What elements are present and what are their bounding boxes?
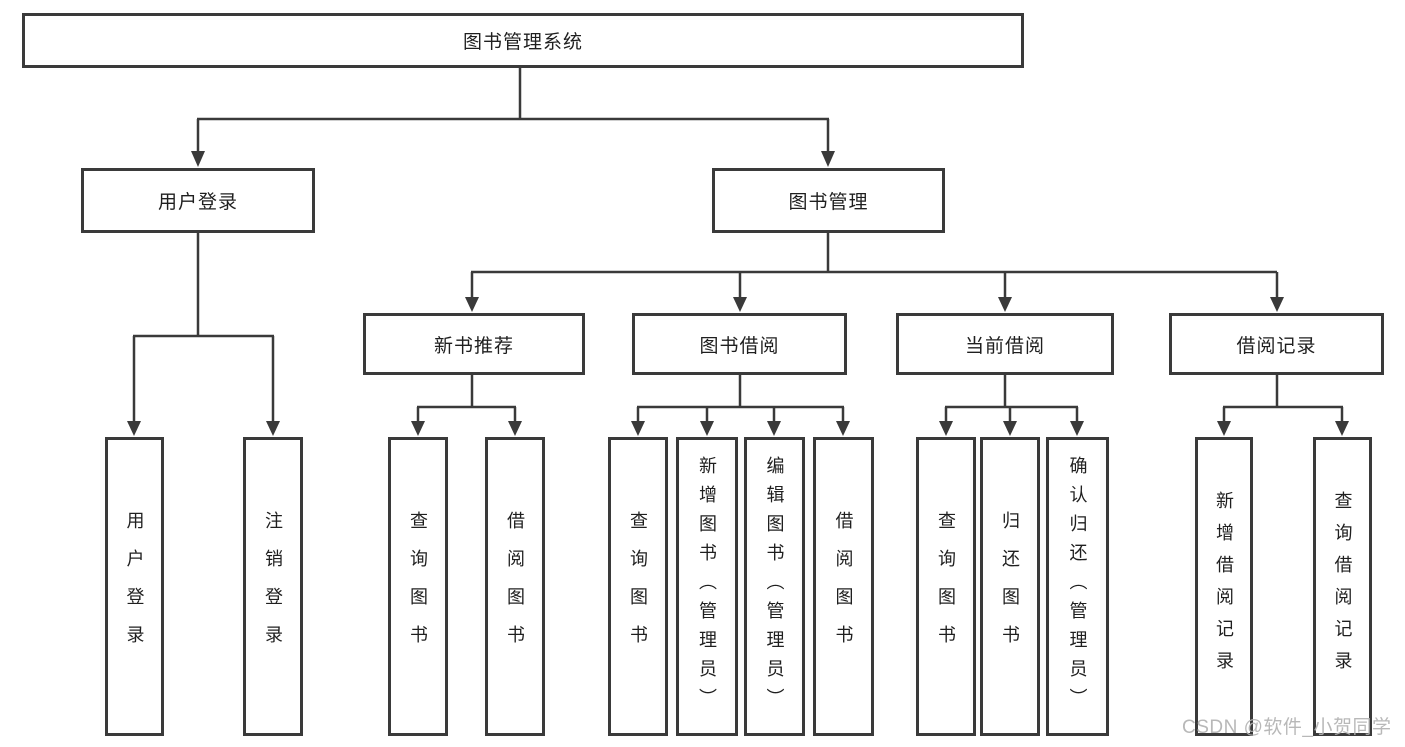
leaf-label: 查询图书 — [936, 510, 956, 663]
leaf-confirm-return-admin: 确认归还（管理员） — [1046, 437, 1109, 736]
leaf-label: 查询图书 — [628, 510, 648, 663]
leaf-add-borrow-record: 新增借阅记录 — [1195, 437, 1253, 736]
leaf-logout: 注销登录 — [243, 437, 303, 736]
node-book-management: 图书管理 — [712, 168, 945, 233]
leaf-borrow-books-recommend: 借阅图书 — [485, 437, 545, 736]
node-current-borrow: 当前借阅 — [896, 313, 1114, 375]
leaf-label: 确认归还（管理员） — [1067, 456, 1088, 717]
leaf-label: 注销登录 — [263, 510, 283, 663]
leaf-label: 借阅图书 — [833, 510, 854, 663]
leaf-query-books-current: 查询图书 — [916, 437, 976, 736]
leaf-borrow-books: 借阅图书 — [813, 437, 874, 736]
leaf-label: 新增借阅记录 — [1214, 490, 1234, 683]
node-user-login: 用户登录 — [81, 168, 315, 233]
leaf-user-login: 用户登录 — [105, 437, 164, 736]
node-book-borrow: 图书借阅 — [632, 313, 847, 375]
leaf-return-books: 归还图书 — [980, 437, 1040, 736]
leaf-label: 新增图书（管理员） — [697, 456, 717, 717]
leaf-edit-book-admin: 编辑图书（管理员） — [744, 437, 805, 736]
leaf-label: 查询借阅记录 — [1332, 490, 1353, 683]
node-root: 图书管理系统 — [22, 13, 1024, 68]
leaf-label: 查询图书 — [408, 510, 428, 663]
leaf-add-book-admin: 新增图书（管理员） — [676, 437, 738, 736]
node-borrow-records: 借阅记录 — [1169, 313, 1384, 375]
node-new-book-recommend: 新书推荐 — [363, 313, 585, 375]
leaf-query-books-recommend: 查询图书 — [388, 437, 448, 736]
leaf-label: 归还图书 — [1000, 510, 1020, 663]
leaf-label: 借阅图书 — [505, 510, 525, 663]
watermark: CSDN @软件_小贺同学 — [1182, 717, 1392, 738]
leaf-query-books-borrow: 查询图书 — [608, 437, 668, 736]
leaf-label: 用户登录 — [124, 510, 145, 663]
leaf-query-borrow-record: 查询借阅记录 — [1313, 437, 1372, 736]
leaf-label: 编辑图书（管理员） — [764, 456, 785, 717]
